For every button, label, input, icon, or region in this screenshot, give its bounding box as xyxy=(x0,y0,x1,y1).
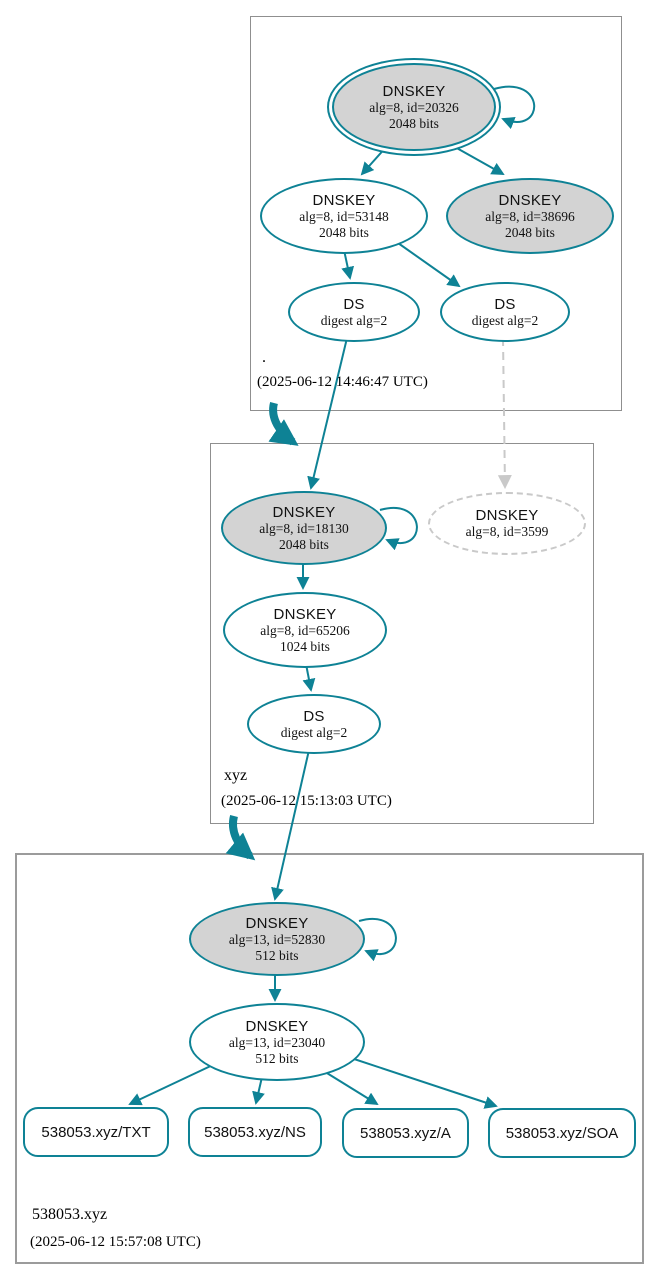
zone-label-xyz: xyz xyxy=(224,767,248,784)
node-bits: 2048 bits xyxy=(505,224,555,240)
edge-selfloop-18130 xyxy=(379,507,418,551)
node-dnskey-38696: DNSKEY alg=8, id=38696 2048 bits xyxy=(446,178,614,254)
node-detail: alg=8, id=53148 xyxy=(299,208,389,224)
node-title: DNSKEY xyxy=(245,914,309,932)
node-detail: alg=8, id=65206 xyxy=(260,622,350,638)
node-bits: 512 bits xyxy=(255,947,299,963)
edge-23040-a xyxy=(321,1069,379,1106)
zone-box-538053 xyxy=(15,853,644,1264)
rrset-label: 538053.xyz/TXT xyxy=(41,1123,151,1141)
node-detail: alg=8, id=18130 xyxy=(259,520,349,536)
edge-selfloop-20326 xyxy=(493,85,536,130)
node-title: DS xyxy=(303,707,325,725)
edge-ds-52830 xyxy=(271,749,310,901)
node-bits: 512 bits xyxy=(255,1050,299,1066)
node-title: DS xyxy=(494,295,516,313)
edge-53148-ds1 xyxy=(341,249,355,280)
node-title: DNSKEY xyxy=(382,82,446,100)
node-ds-root-2: DS digest alg=2 xyxy=(440,282,570,342)
rrset-label: 538053.xyz/NS xyxy=(204,1123,306,1141)
node-bits: 2048 bits xyxy=(279,536,329,552)
edge-23040-txt xyxy=(128,1062,218,1106)
node-title: DNSKEY xyxy=(498,191,562,209)
edge-ds1-18130 xyxy=(307,337,348,490)
edge-20326-38696 xyxy=(445,141,505,175)
node-dnskey-53148: DNSKEY alg=8, id=53148 2048 bits xyxy=(260,178,428,254)
rrset-a: 538053.xyz/A xyxy=(342,1108,469,1158)
edge-zone-root-to-xyz xyxy=(268,401,299,446)
node-detail: alg=13, id=23040 xyxy=(228,1034,326,1050)
node-dnskey-18130: DNSKEY alg=8, id=18130 2048 bits xyxy=(221,491,387,565)
node-title: DNSKEY xyxy=(312,191,376,209)
node-detail: alg=8, id=38696 xyxy=(485,208,575,224)
edge-ds2-3599-dashed xyxy=(497,337,512,490)
node-dnskey-3599-missing: DNSKEY alg=8, id=3599 xyxy=(428,492,586,555)
node-dnskey-20326: DNSKEY alg=8, id=20326 2048 bits xyxy=(332,63,496,151)
zone-timestamp-xyz: (2025-06-12 15:13:03 UTC) xyxy=(221,793,392,809)
node-detail: digest alg=2 xyxy=(280,724,348,740)
rrset-ns: 538053.xyz/NS xyxy=(188,1107,322,1157)
edge-selfloop-52830 xyxy=(358,918,397,962)
edge-23040-ns xyxy=(252,1076,265,1105)
edge-65206-ds xyxy=(302,663,316,692)
zone-label-538053: 538053.xyz xyxy=(32,1206,108,1223)
node-bits: 2048 bits xyxy=(389,115,439,131)
node-detail: alg=8, id=3599 xyxy=(465,524,549,539)
rrset-txt: 538053.xyz/TXT xyxy=(23,1107,169,1157)
node-dnskey-65206: DNSKEY alg=8, id=65206 1024 bits xyxy=(223,592,387,668)
edge-20326-53148 xyxy=(360,145,388,176)
edge-zone-xyz-to-538053 xyxy=(225,814,256,861)
node-title: DS xyxy=(343,295,365,313)
node-title: DNSKEY xyxy=(272,503,336,521)
edge-23040-soa xyxy=(347,1056,498,1109)
zone-label-root: . xyxy=(262,349,266,366)
node-detail: alg=8, id=20326 xyxy=(369,99,459,115)
node-title: DNSKEY xyxy=(273,605,337,623)
node-ds-root-1: DS digest alg=2 xyxy=(288,282,420,342)
node-title: DNSKEY xyxy=(245,1017,309,1035)
node-dnskey-23040: DNSKEY alg=13, id=23040 512 bits xyxy=(189,1003,365,1081)
zone-box-xyz xyxy=(210,443,594,824)
node-bits: 2048 bits xyxy=(319,224,369,240)
node-ds-xyz: DS digest alg=2 xyxy=(247,694,381,754)
rrset-soa: 538053.xyz/SOA xyxy=(488,1108,636,1158)
node-detail: digest alg=2 xyxy=(471,312,539,328)
rrset-label: 538053.xyz/A xyxy=(360,1124,451,1142)
node-dnskey-52830: DNSKEY alg=13, id=52830 512 bits xyxy=(189,902,365,976)
rrset-label: 538053.xyz/SOA xyxy=(505,1124,619,1142)
edge-53148-ds2 xyxy=(397,242,461,288)
zone-box-root xyxy=(250,16,622,411)
zone-timestamp-538053: (2025-06-12 15:57:08 UTC) xyxy=(30,1234,201,1250)
node-detail: alg=13, id=52830 xyxy=(228,931,326,947)
node-detail: digest alg=2 xyxy=(320,312,388,328)
node-bits: 1024 bits xyxy=(280,638,330,654)
node-title: DNSKEY xyxy=(475,507,539,524)
zone-timestamp-root: (2025-06-12 14:46:47 UTC) xyxy=(257,374,428,390)
